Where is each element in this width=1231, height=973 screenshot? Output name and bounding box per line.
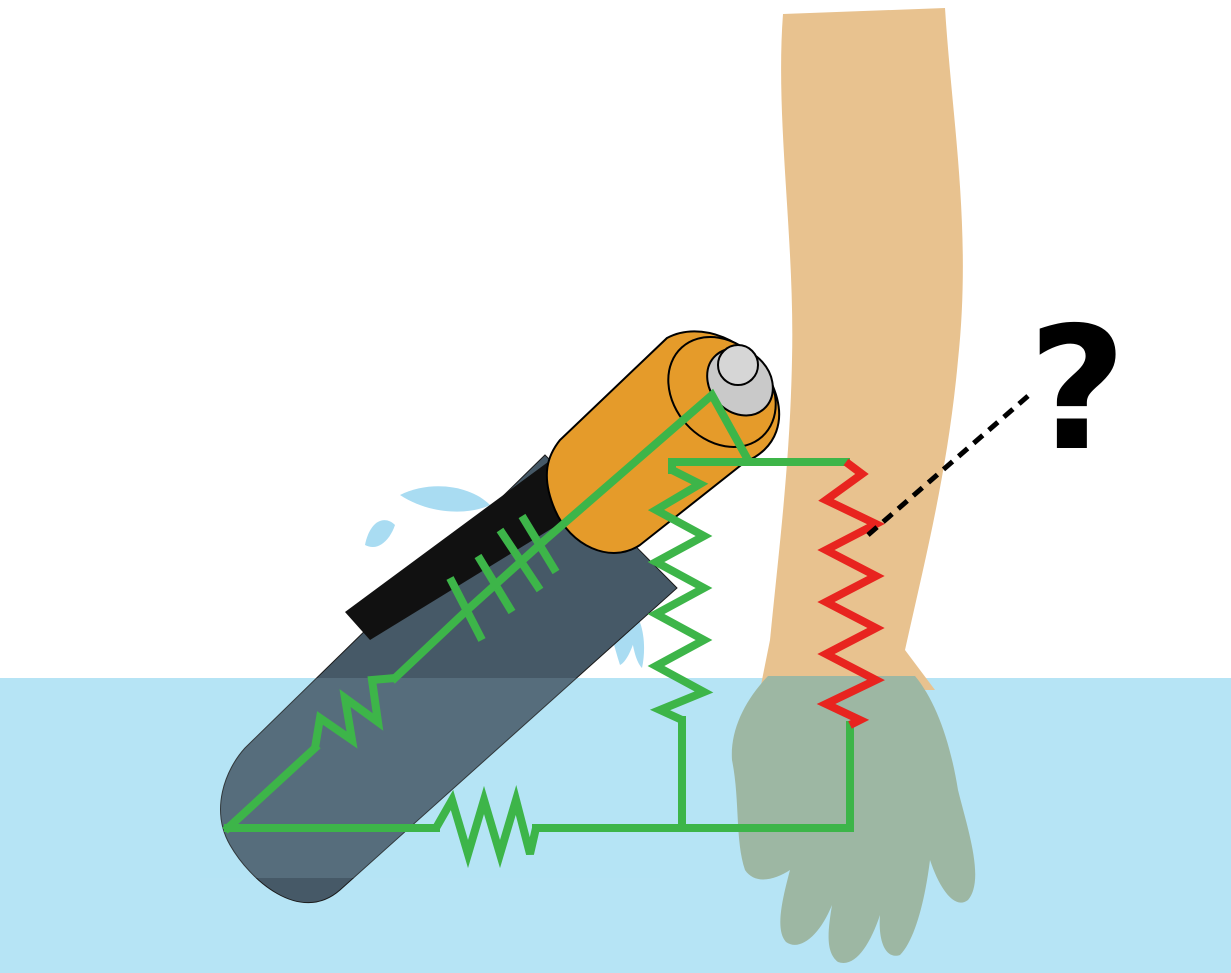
body-resistor bbox=[816, 458, 885, 729]
resistor-icon bbox=[432, 785, 540, 869]
leader-line bbox=[866, 394, 1030, 537]
battery-symbol-icon bbox=[446, 513, 560, 642]
resistor-icon bbox=[647, 466, 714, 724]
resistor-icon bbox=[311, 674, 396, 749]
arm-icon bbox=[760, 8, 963, 690]
water-tint bbox=[200, 678, 660, 878]
circuit-wires bbox=[222, 388, 854, 834]
question-mark: ? bbox=[1028, 291, 1127, 489]
